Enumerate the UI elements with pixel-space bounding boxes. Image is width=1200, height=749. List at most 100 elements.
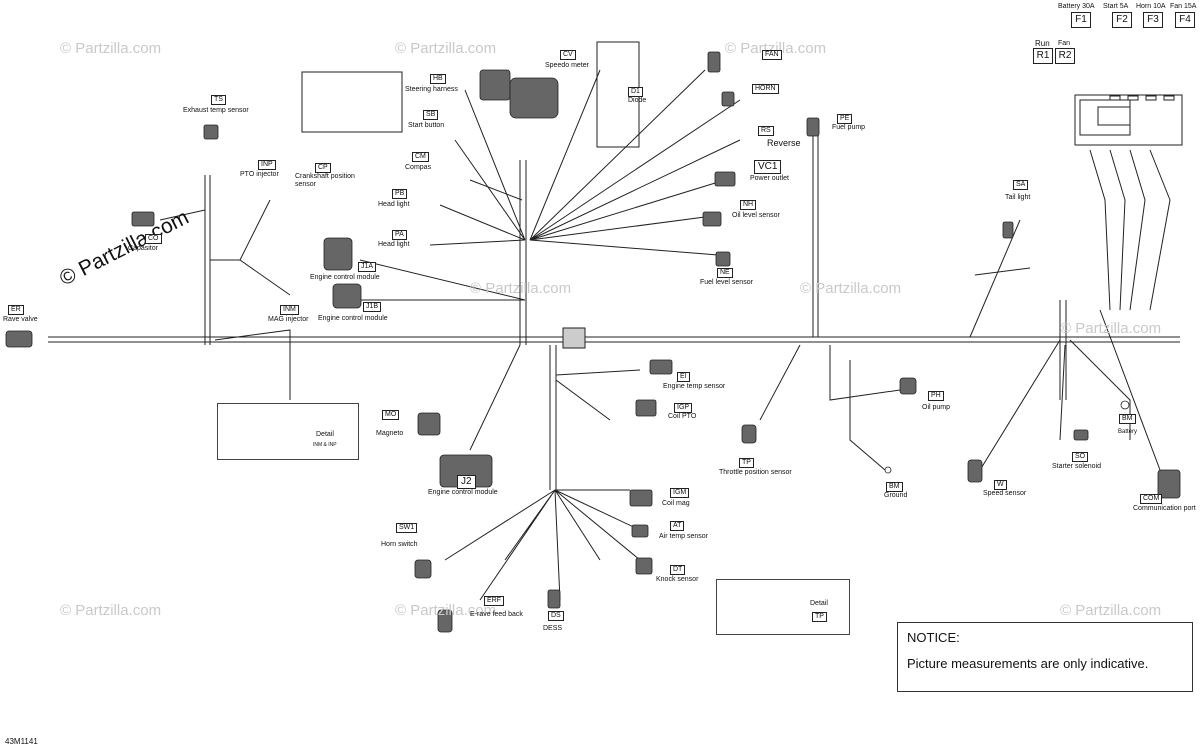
- watermark: © Partzilla.com: [395, 40, 497, 57]
- detail-box-injector: Detail INM & INP: [217, 403, 359, 460]
- component-code: INM: [280, 305, 299, 315]
- component-code: NH: [740, 200, 757, 210]
- component-label: Crankshaft position sensor: [295, 173, 355, 188]
- component-code: BM: [1119, 414, 1136, 424]
- relay-code: R2: [1055, 48, 1075, 64]
- component-code: IGP: [674, 403, 693, 413]
- fuse-label: Battery 30A: [1058, 3, 1095, 10]
- component-code: CV: [560, 50, 576, 60]
- component-label: Engine control module: [318, 315, 388, 322]
- detail-box-throttle: Detail TP: [716, 579, 850, 635]
- watermark: © Partzilla.com: [395, 602, 497, 619]
- component-code: ERF: [484, 596, 504, 606]
- component-label: Oil level sensor: [732, 212, 780, 219]
- fuse-box: [1074, 94, 1183, 146]
- component-code: CP: [315, 163, 331, 173]
- fuse-code: F1: [1071, 12, 1091, 28]
- component-code: INP: [258, 160, 276, 170]
- watermark: © Partzilla.com: [470, 280, 572, 297]
- component-label: PTO injector: [240, 171, 279, 178]
- component-label: Horn switch: [381, 541, 418, 548]
- component-label: MAG injector: [268, 316, 309, 323]
- watermark: © Partzilla.com: [1060, 320, 1162, 337]
- component-code: SB: [423, 110, 439, 120]
- component-code: PH: [928, 391, 944, 401]
- component-code: PA: [392, 230, 407, 240]
- component-label: Communication port: [1133, 505, 1196, 512]
- component-label: E-rave feed back: [470, 611, 523, 618]
- component-code: J1B: [363, 302, 382, 312]
- watermark: © Partzilla.com: [725, 40, 827, 57]
- fuse-code: F3: [1143, 12, 1163, 28]
- component-code: MO: [382, 410, 400, 420]
- component-code: W: [994, 480, 1007, 490]
- notice-body: Picture measurements are only indicative…: [907, 656, 1149, 671]
- component-label: Steering harness: [405, 86, 458, 93]
- component-code: J2: [457, 475, 476, 489]
- component-code: NE: [717, 268, 733, 278]
- component-label: Battery: [1118, 429, 1138, 435]
- component-label: Knock sensor: [656, 576, 699, 583]
- component-code: SO: [1072, 452, 1089, 462]
- component-label: Speed sensor: [983, 490, 1027, 497]
- component-code: TP: [739, 458, 754, 468]
- notice-box: NOTICE: Picture measurements are only in…: [897, 622, 1193, 692]
- component-code: HB: [430, 74, 446, 84]
- fuse-label: Start 5A: [1103, 3, 1129, 10]
- component-label: Ground: [884, 492, 908, 499]
- figure-code: 43M1141: [5, 737, 38, 746]
- detail-code: INM & INP: [313, 442, 337, 448]
- component-label: Starter solenoid: [1052, 463, 1102, 470]
- component-code: DT: [670, 565, 686, 575]
- component-code: VC1: [754, 160, 782, 174]
- relay-label: Run: [1035, 39, 1050, 48]
- component-code: CO: [145, 234, 162, 244]
- component-label: Diode: [628, 97, 647, 104]
- component-code: AT: [670, 521, 685, 531]
- component-label: Rave valve: [3, 316, 38, 323]
- component-code: SW1: [396, 523, 418, 533]
- component-label: Magneto: [376, 430, 404, 437]
- component-label: Start button: [408, 122, 445, 129]
- fuse-label: Horn 10A: [1136, 3, 1166, 10]
- component-label: Head light: [378, 241, 410, 248]
- component-code: DS: [548, 611, 564, 621]
- component-code: D1: [628, 87, 643, 97]
- fuse-code: F4: [1175, 12, 1195, 28]
- component-label: Compas: [405, 164, 432, 171]
- component-code: J1A: [358, 262, 377, 272]
- watermark: © Partzilla.com: [800, 280, 902, 297]
- component-label: Exhaust temp sensor: [183, 107, 249, 114]
- component-code: PB: [392, 189, 408, 199]
- component-label: Fuel level sensor: [700, 279, 753, 286]
- component-label: Reverse: [767, 138, 801, 148]
- component-code: PE: [837, 114, 853, 124]
- fuse-label: Fan 15A: [1170, 3, 1197, 10]
- component-code: EI: [677, 372, 690, 382]
- component-code: ER: [8, 305, 24, 315]
- component-code: IGM: [670, 488, 690, 498]
- detail-label: Detail: [810, 600, 828, 607]
- component-code: CM: [412, 152, 429, 162]
- relay-code: R1: [1033, 48, 1053, 64]
- component-label: Coil mag: [662, 500, 690, 507]
- component-label: DESS: [543, 625, 563, 632]
- component-label: Fuel pump: [832, 124, 866, 131]
- component-label: Throttle position sensor: [719, 469, 792, 476]
- watermark: © Partzilla.com: [60, 40, 162, 57]
- component-label: Engine temp sensor: [663, 383, 726, 390]
- component-code: SA: [1013, 180, 1029, 190]
- component-code: COM: [1140, 494, 1163, 504]
- component-code: RS: [758, 126, 774, 136]
- component-code: FAN: [762, 50, 782, 60]
- component-label: Capasitor: [128, 245, 158, 252]
- relay-label: Fan: [1058, 40, 1071, 47]
- component-label: Head light: [378, 201, 410, 208]
- component-label: Coil PTO: [668, 413, 697, 420]
- component-label: Engine control module: [428, 489, 498, 496]
- component-label: Speedo meter: [545, 62, 589, 69]
- fuse-code: F2: [1112, 12, 1132, 28]
- watermark: © Partzilla.com: [60, 602, 162, 619]
- watermark: © Partzilla.com: [1060, 602, 1162, 619]
